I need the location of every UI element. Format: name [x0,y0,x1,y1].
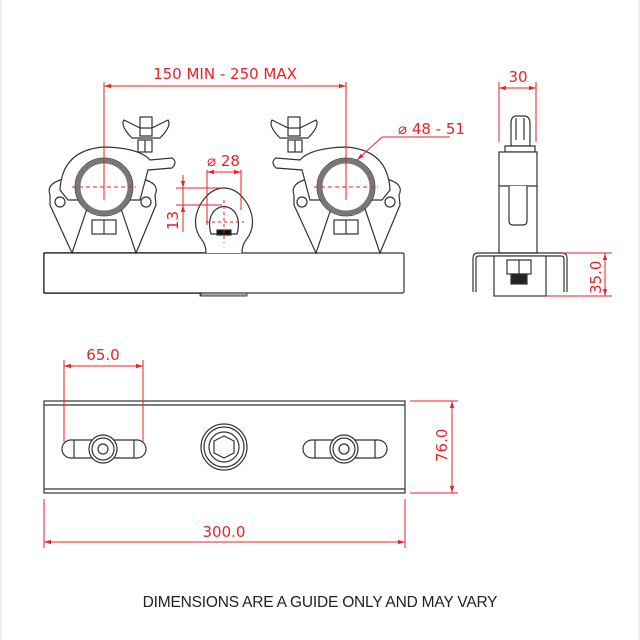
side-view [472,115,568,297]
footer-note: DIMENSIONS ARE A GUIDE ONLY AND MAY VARY [142,594,498,611]
front-dimensions [72,82,450,243]
dim-eye-diameter: ⌀ 28 [207,152,240,170]
dim-clamp-spacing: 150 MIN - 250 MAX [153,65,297,83]
left-clamp [48,116,176,255]
dim-slot-length: 65.0 [86,346,119,364]
dim-plate-length: 300.0 [203,523,246,541]
right-clamp [270,116,401,255]
dim-tube-diameter: ⌀ 48 - 51 [398,120,465,138]
dim-side-width: 30 [508,68,527,86]
base-plate-front [43,252,405,297]
side-dimensions [498,82,612,297]
right-edge [638,0,640,640]
dim-plate-width: 76.0 [433,429,451,462]
dim-eye-offset: 13 [164,211,182,230]
top-dimensions [43,360,458,548]
left-edge [0,0,2,640]
dim-side-height: 35.0 [587,261,605,294]
top-view [43,400,406,494]
